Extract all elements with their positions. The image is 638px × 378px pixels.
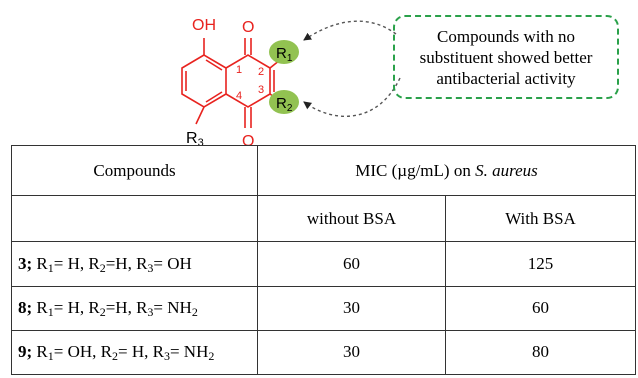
mic-with-bsa: 80 bbox=[444, 329, 637, 376]
header-mic: MIC (µg/mL) on S. aureus bbox=[256, 144, 637, 197]
r3-label: R3 bbox=[186, 130, 204, 149]
position-4-label: 4 bbox=[236, 90, 242, 102]
position-2-label: 2 bbox=[258, 66, 264, 78]
table-row: 3; R1= H, R2=H, R3= OH 60 125 bbox=[11, 241, 637, 287]
r1-label: R1 bbox=[276, 45, 293, 64]
header-compounds: Compounds bbox=[11, 144, 258, 197]
naphthoquinone-structure: OH O O 1 2 3 4 R3 R1 R2 bbox=[181, 17, 401, 150]
r2-label: R2 bbox=[276, 95, 293, 114]
r1-bubble bbox=[269, 40, 299, 64]
table-row: 8; R1= H, R2=H, R3= NH2 30 60 bbox=[11, 285, 637, 331]
position-3-label: 3 bbox=[258, 84, 264, 96]
callout-box: Compounds with no substituent showed bet… bbox=[393, 15, 619, 99]
mic-with-bsa: 125 bbox=[444, 241, 637, 287]
position-1-label: 1 bbox=[236, 64, 242, 76]
mic-table: Compounds MIC (µg/mL) on S. aureus witho… bbox=[11, 144, 637, 376]
bond-lines bbox=[181, 38, 281, 128]
compound-cell: 3; R1= H, R2=H, R3= OH bbox=[11, 241, 258, 287]
compound-cell: 9; R1= OH, R2= H, R3= NH2 bbox=[11, 329, 258, 376]
mic-without-bsa: 30 bbox=[257, 329, 446, 376]
structure-figure: OH O O 1 2 3 4 R3 R1 R2 bbox=[0, 0, 638, 150]
table-row: 9; R1= OH, R2= H, R3= NH2 30 80 bbox=[11, 329, 637, 376]
arrow-to-r2 bbox=[303, 77, 401, 118]
arrow-to-r1 bbox=[303, 20, 397, 41]
compound-cell: 8; R1= H, R2=H, R3= NH2 bbox=[11, 285, 258, 331]
table-subheader-row: without BSA With BSA bbox=[11, 195, 637, 243]
mic-with-bsa: 60 bbox=[444, 285, 637, 331]
subheader-empty bbox=[11, 195, 258, 243]
table-header-row: Compounds MIC (µg/mL) on S. aureus bbox=[11, 144, 637, 197]
r2-bubble bbox=[269, 90, 299, 114]
mic-without-bsa: 30 bbox=[257, 285, 446, 331]
subheader-without-bsa: without BSA bbox=[257, 195, 446, 243]
mic-without-bsa: 60 bbox=[257, 241, 446, 287]
oh-label: OH bbox=[192, 17, 216, 34]
subheader-with-bsa: With BSA bbox=[444, 195, 637, 243]
callout-line-3: antibacterial activity bbox=[436, 68, 576, 88]
callout-line-1: Compounds with no bbox=[437, 26, 575, 46]
carbonyl-o-top: O bbox=[242, 19, 254, 36]
callout-line-2: substituent showed better bbox=[419, 47, 593, 67]
